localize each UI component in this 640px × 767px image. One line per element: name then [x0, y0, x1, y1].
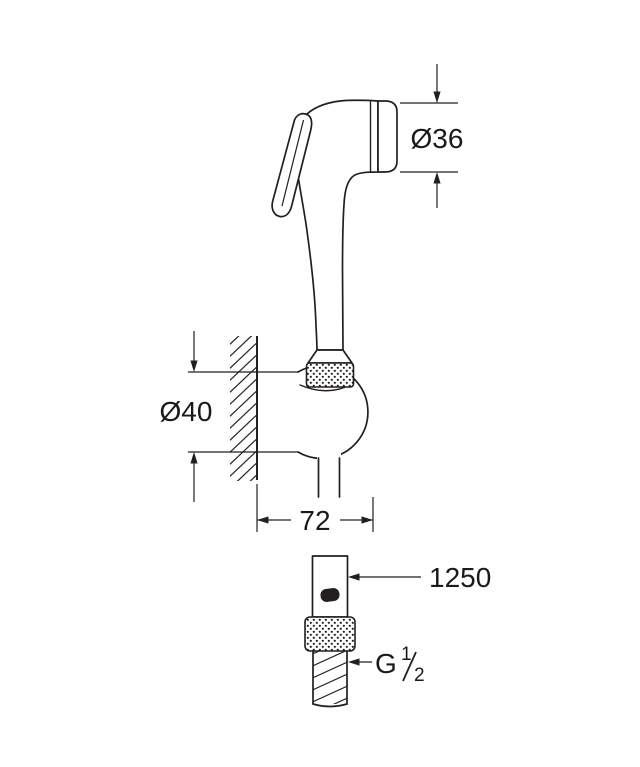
- thread-denominator-label: 2: [414, 665, 425, 686]
- hose-sides: [312, 650, 348, 705]
- head-diameter-label: Ø36: [411, 123, 464, 154]
- hose-texture: [313, 651, 347, 704]
- arrowhead-right-icon: [361, 516, 373, 524]
- hand-shower: [271, 99, 398, 388]
- extension-lines-40: [188, 371, 298, 453]
- arrowhead-left-icon: [257, 516, 269, 524]
- extension-lines-72: [256, 484, 374, 532]
- arrowhead-down-icon: [433, 91, 441, 103]
- arrowhead-left-icon: [348, 573, 360, 581]
- hose-connector-body: [311, 555, 349, 618]
- extension-lines-36: [400, 102, 458, 173]
- control-lever-edge-line: [281, 119, 305, 207]
- wall-hatching: [230, 336, 257, 481]
- dimension-holder-diameter: Ø40: [160, 331, 298, 502]
- fraction-slash: [402, 651, 417, 682]
- thread-prefix-label: G: [375, 648, 397, 679]
- handle-cone: [307, 349, 353, 364]
- hose-connector-slot: [320, 588, 340, 602]
- dimension-head-diameter: Ø36: [400, 64, 463, 208]
- thread-numerator-label: 1: [401, 644, 412, 665]
- hose-outlet: [317, 450, 341, 498]
- dimension-hose-length: 1250: [348, 562, 491, 593]
- shower-handle-body: [293, 99, 379, 351]
- spray-face: [377, 100, 398, 173]
- arrowhead-up-icon: [190, 452, 198, 464]
- handle-knurled-nut: [305, 362, 355, 388]
- dimension-thread-size: G 1 2: [348, 644, 425, 686]
- hose-knurled-nut: [304, 616, 356, 652]
- wall-distance-label: 72: [299, 505, 330, 536]
- dimension-wall-distance: 72: [256, 484, 374, 536]
- arrowhead-left-icon: [348, 658, 360, 666]
- hose-cut-end: [312, 703, 348, 708]
- wall: [230, 336, 258, 481]
- arrowhead-up-icon: [433, 172, 441, 184]
- hose-length-label: 1250: [429, 562, 491, 593]
- hose-end-detail: [304, 555, 356, 708]
- arrowhead-down-icon: [190, 360, 198, 372]
- holder-diameter-label: Ø40: [160, 396, 213, 427]
